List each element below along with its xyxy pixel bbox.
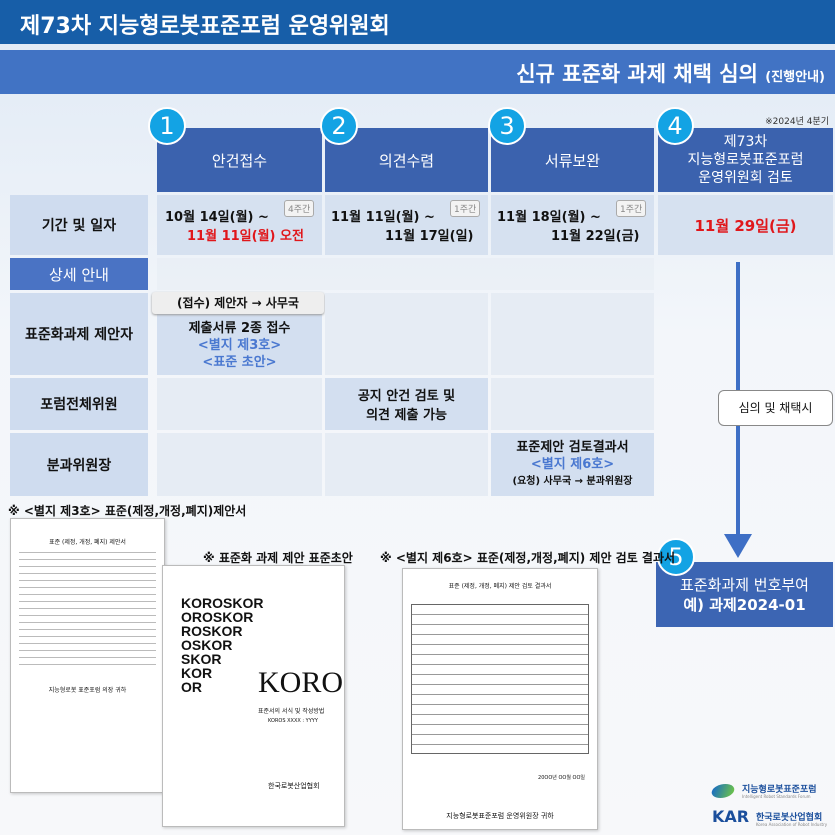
date-to: 11월 11일(월) 오전 xyxy=(187,229,304,244)
empty-cell xyxy=(325,293,488,375)
step-4-date: 11월 29일(금) xyxy=(658,195,833,255)
page-header: 제73차 지능형로봇표준포럼 운영위원회 xyxy=(0,0,835,44)
caption-doc6: ※ <별지 제6호> 표준(제정,개정,폐지) 제안 검토 결과서 xyxy=(380,551,676,565)
kar-mark: KAR xyxy=(712,807,750,826)
empty-cell xyxy=(325,433,488,496)
subtitle-suffix: (진행안내) xyxy=(765,70,825,85)
proposer-tag: (접수) 제안자 → 사무국 xyxy=(152,292,324,314)
subtitle: 신규 표준화 과제 채택 심의 xyxy=(516,62,758,86)
empty-cell xyxy=(491,293,654,375)
empty-cell xyxy=(157,378,322,430)
empty-cell xyxy=(491,378,654,430)
arrow-down-icon xyxy=(724,534,752,558)
date-from: 10월 14일(월) ~ xyxy=(165,210,269,225)
kar-name: 한국로봇산업협회 xyxy=(756,813,823,823)
doc6-footer: 지능형로봇표준포럼 운영위원장 귀하 xyxy=(446,812,554,820)
draft-code: KOROS XXXX : YYYY xyxy=(268,718,318,724)
page-title: 제73차 지능형로봇표준포럼 운영위원회 xyxy=(20,14,390,39)
period-badge: 4주간 xyxy=(284,200,315,217)
step-2-badge: 2 xyxy=(320,107,358,145)
forum-name-en: Intelligent Robot Standards Forum xyxy=(742,794,811,799)
step5-example: 예) 과제2024-01 xyxy=(683,595,806,614)
step-3-badge: 3 xyxy=(488,107,526,145)
chair-line: 표준제안 검토결과서 xyxy=(516,440,629,455)
chair-doc-link[interactable]: <별지 제6호> xyxy=(530,457,615,472)
step-4-badge: 4 xyxy=(656,107,694,145)
detail-band xyxy=(157,258,654,290)
chair-line: (요청) 사무국 → 분과위원장 xyxy=(512,476,633,487)
forum-logo: 지능형로봇표준포럼 Intelligent Robot Standards Fo… xyxy=(709,782,834,804)
kar-logo: KAR 한국로봇산업협회 Korea Association of Robot … xyxy=(712,807,834,833)
empty-cell xyxy=(157,433,322,496)
members-line: 의견 제출 가능 xyxy=(366,408,447,423)
step-5-badge: 5 xyxy=(657,538,695,576)
doc6-table xyxy=(411,604,589,754)
step-label: 의견수렴 xyxy=(378,151,435,170)
forum-logo-icon xyxy=(709,784,737,798)
caption-draft: ※ 표준화 과제 제안 표준초안 xyxy=(203,551,353,565)
date-to: 11월 17일(일) xyxy=(385,229,474,244)
step-label: 서류보완 xyxy=(544,151,601,170)
date-to: 11월 22일(금) xyxy=(551,229,640,244)
draft-logo: KOROS xyxy=(258,666,344,699)
detail-label: 상세 안내 xyxy=(10,258,148,290)
proposer-draft-link[interactable]: <표준 초안> xyxy=(202,355,277,370)
date-from: 11월 11일(월) ~ xyxy=(331,210,435,225)
step-1-badge: 1 xyxy=(148,107,186,145)
doc3-footer: 지능형로봇 표준포럼 의장 귀하 xyxy=(48,687,127,694)
step-label: 지능형로봇표준포럼 xyxy=(687,152,804,168)
members-line: 공지 안건 검토 및 xyxy=(357,389,456,404)
quarter-note: ※2024년 4분기 xyxy=(765,117,829,127)
doc6-date: 20OO년 OO월 OO일 xyxy=(538,775,585,781)
step-1-header: 안건접수 xyxy=(157,128,322,192)
step-3-header: 서류보완 xyxy=(491,128,654,192)
proposer-doc-link[interactable]: <별지 제3호> xyxy=(197,338,282,353)
step-label: 안건접수 xyxy=(211,151,268,170)
caption-doc3: ※ <별지 제3호> 표준(제정,개정,폐지)제안서 xyxy=(8,504,247,518)
step5-line: 표준화과제 번호부여 xyxy=(680,575,809,594)
period-badge: 1주간 xyxy=(450,200,481,217)
doc6-title: 표준 (제정, 개정, 폐지) 제안 검토 결과서 xyxy=(448,583,552,590)
row-label-date: 기간 및 일자 xyxy=(10,195,148,255)
doc3-title: 표준 (제정, 개정, 폐지) 제안서 xyxy=(49,539,126,546)
subheader: 신규 표준화 과제 채택 심의 (진행안내) xyxy=(0,50,835,94)
period-badge: 1주간 xyxy=(616,200,647,217)
chair-detail: 표준제안 검토결과서 <별지 제6호> (요청) 사무국 → 분과위원장 xyxy=(491,433,654,496)
forum-name: 지능형로봇표준포럼 xyxy=(742,785,817,795)
draft-org: 한국로봇산업협회 xyxy=(268,782,320,790)
doc6-thumbnail[interactable]: 표준 (제정, 개정, 폐지) 제안 검토 결과서 20OO년 OO월 OO일 … xyxy=(402,568,598,830)
date-from: 11월 18일(월) ~ xyxy=(497,210,601,225)
row-label-proposer: 표준화과제 제안자 xyxy=(10,293,148,375)
draft-subtitle: 표준서의 서식 및 작성방법 xyxy=(258,708,325,715)
proposer-main: 제출서류 2종 접수 xyxy=(188,321,291,336)
row-label-members: 포럼전체위원 xyxy=(10,378,148,430)
kar-name-en: Korea Association of Robot Industry xyxy=(756,822,828,827)
decision-label: 심의 및 채택시 xyxy=(718,390,833,426)
doc3-thumbnail[interactable]: 표준 (제정, 개정, 폐지) 제안서 지능형로봇 표준포럼 의장 귀하 xyxy=(10,518,165,793)
row-label-chair: 분과위원장 xyxy=(10,433,148,496)
step-label: 제73차 xyxy=(723,134,768,150)
step-label: 운영위원회 검토 xyxy=(698,170,793,186)
